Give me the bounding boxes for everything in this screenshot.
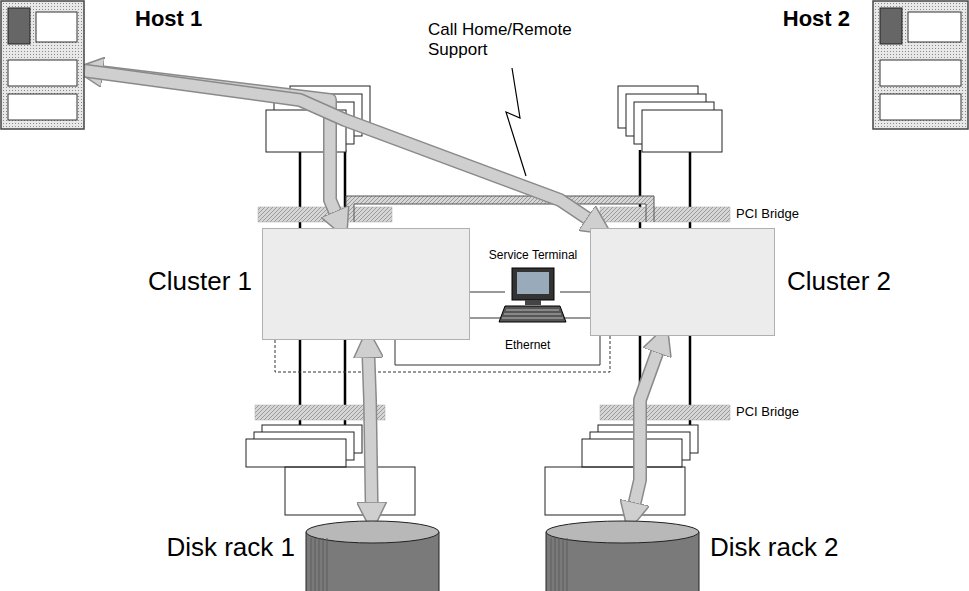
disk-rack: Disk rack 2 bbox=[545, 520, 700, 591]
cluster-box: Cluster 2 bbox=[590, 228, 775, 336]
node-label: Host 2 bbox=[783, 6, 850, 32]
data-flow-arrow bbox=[368, 340, 372, 520]
service-terminal-icon bbox=[499, 268, 566, 322]
bridge-label: PCI Bridge bbox=[736, 404, 799, 420]
terminal-label: Service Terminal bbox=[478, 248, 588, 262]
box-outline bbox=[590, 228, 775, 336]
host-computer: Host 1 bbox=[0, 0, 85, 130]
host-adapter bbox=[618, 86, 722, 152]
node-label: Cluster 2 bbox=[787, 266, 891, 297]
node-label: Disk rack 1 bbox=[166, 532, 295, 563]
call-home-label: Call Home/Remote Support bbox=[428, 20, 578, 61]
arrow-outline bbox=[368, 340, 372, 520]
arrow-outline bbox=[631, 336, 663, 520]
arrow-body bbox=[85, 71, 602, 228]
arrow-body bbox=[631, 336, 663, 520]
cluster-link bbox=[350, 200, 650, 222]
disk-outline bbox=[545, 520, 700, 591]
disk-outline bbox=[305, 520, 440, 591]
cluster-link-outline bbox=[346, 196, 654, 222]
cluster-box: Cluster 1 bbox=[262, 228, 470, 340]
node-label: Disk rack 2 bbox=[710, 532, 839, 563]
bridge-label: PCI Bridge bbox=[736, 206, 799, 222]
data-flow-arrow bbox=[631, 336, 663, 520]
host-outline bbox=[0, 0, 85, 130]
data-flow-arrow bbox=[85, 71, 602, 228]
arrow-body bbox=[368, 340, 372, 520]
host-outline bbox=[872, 0, 969, 130]
arrow-outline bbox=[85, 71, 602, 228]
call-home-link bbox=[506, 68, 526, 176]
disk-rack: Disk rack 1 bbox=[305, 520, 440, 591]
node-label: Cluster 1 bbox=[148, 266, 252, 297]
network-label: Ethernet bbox=[505, 338, 550, 352]
node-label: Host 1 bbox=[135, 6, 202, 32]
host-computer: Host 2 bbox=[872, 0, 969, 130]
box-outline bbox=[262, 228, 470, 340]
